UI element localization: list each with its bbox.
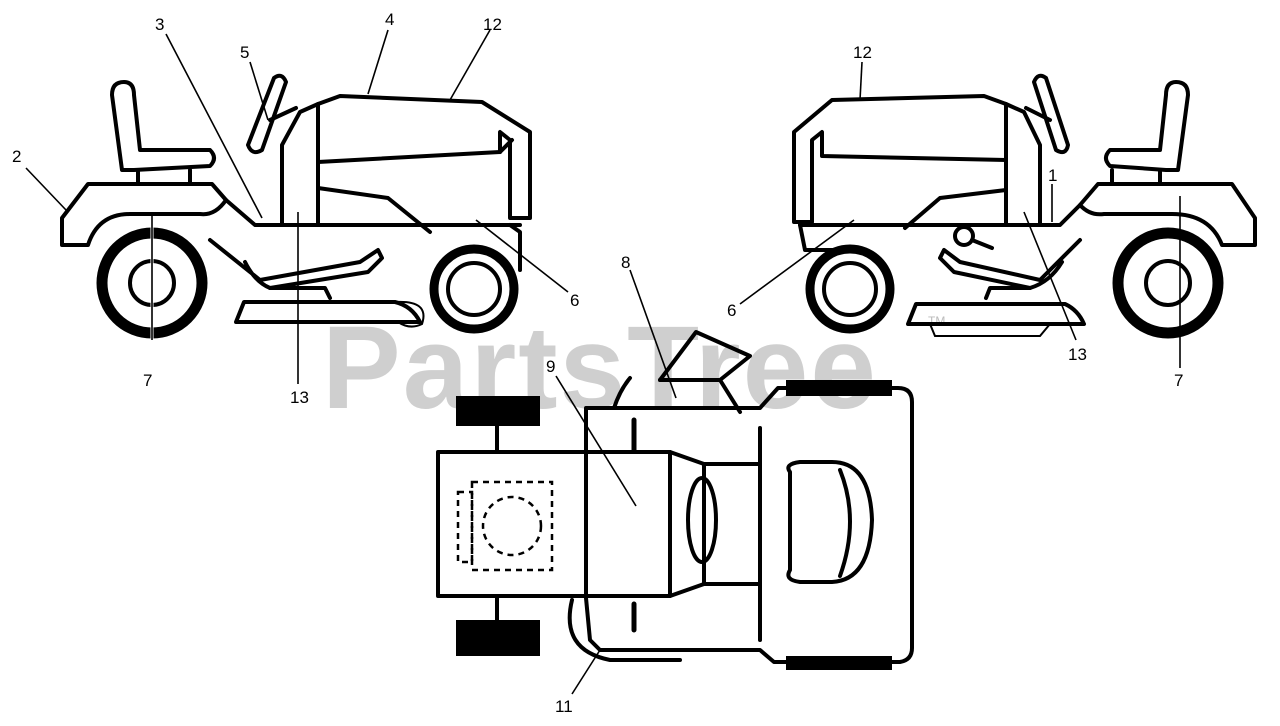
callout-1: 1 — [1048, 166, 1057, 185]
callout-12-right: 12 — [853, 43, 872, 62]
callout-7-left: 7 — [143, 371, 152, 390]
callout-12-left: 12 — [483, 15, 502, 34]
leader-lines — [25, 29, 1181, 695]
callout-3: 3 — [155, 15, 164, 34]
mower-right-side-view — [792, 73, 1257, 339]
callout-8: 8 — [621, 253, 630, 272]
mower-top-view — [436, 330, 914, 670]
callout-7-right: 7 — [1174, 371, 1183, 390]
callout-9: 9 — [546, 357, 555, 376]
mower-left-side-view — [60, 73, 532, 340]
callout-4: 4 — [385, 10, 394, 29]
callout-6-right: 6 — [727, 301, 736, 320]
callout-5: 5 — [240, 43, 249, 62]
callout-13-left: 13 — [290, 388, 309, 407]
callout-13-right: 13 — [1068, 345, 1087, 364]
callout-6-left: 6 — [570, 291, 579, 310]
callout-11: 11 — [555, 697, 573, 716]
callout-2: 2 — [12, 147, 21, 166]
